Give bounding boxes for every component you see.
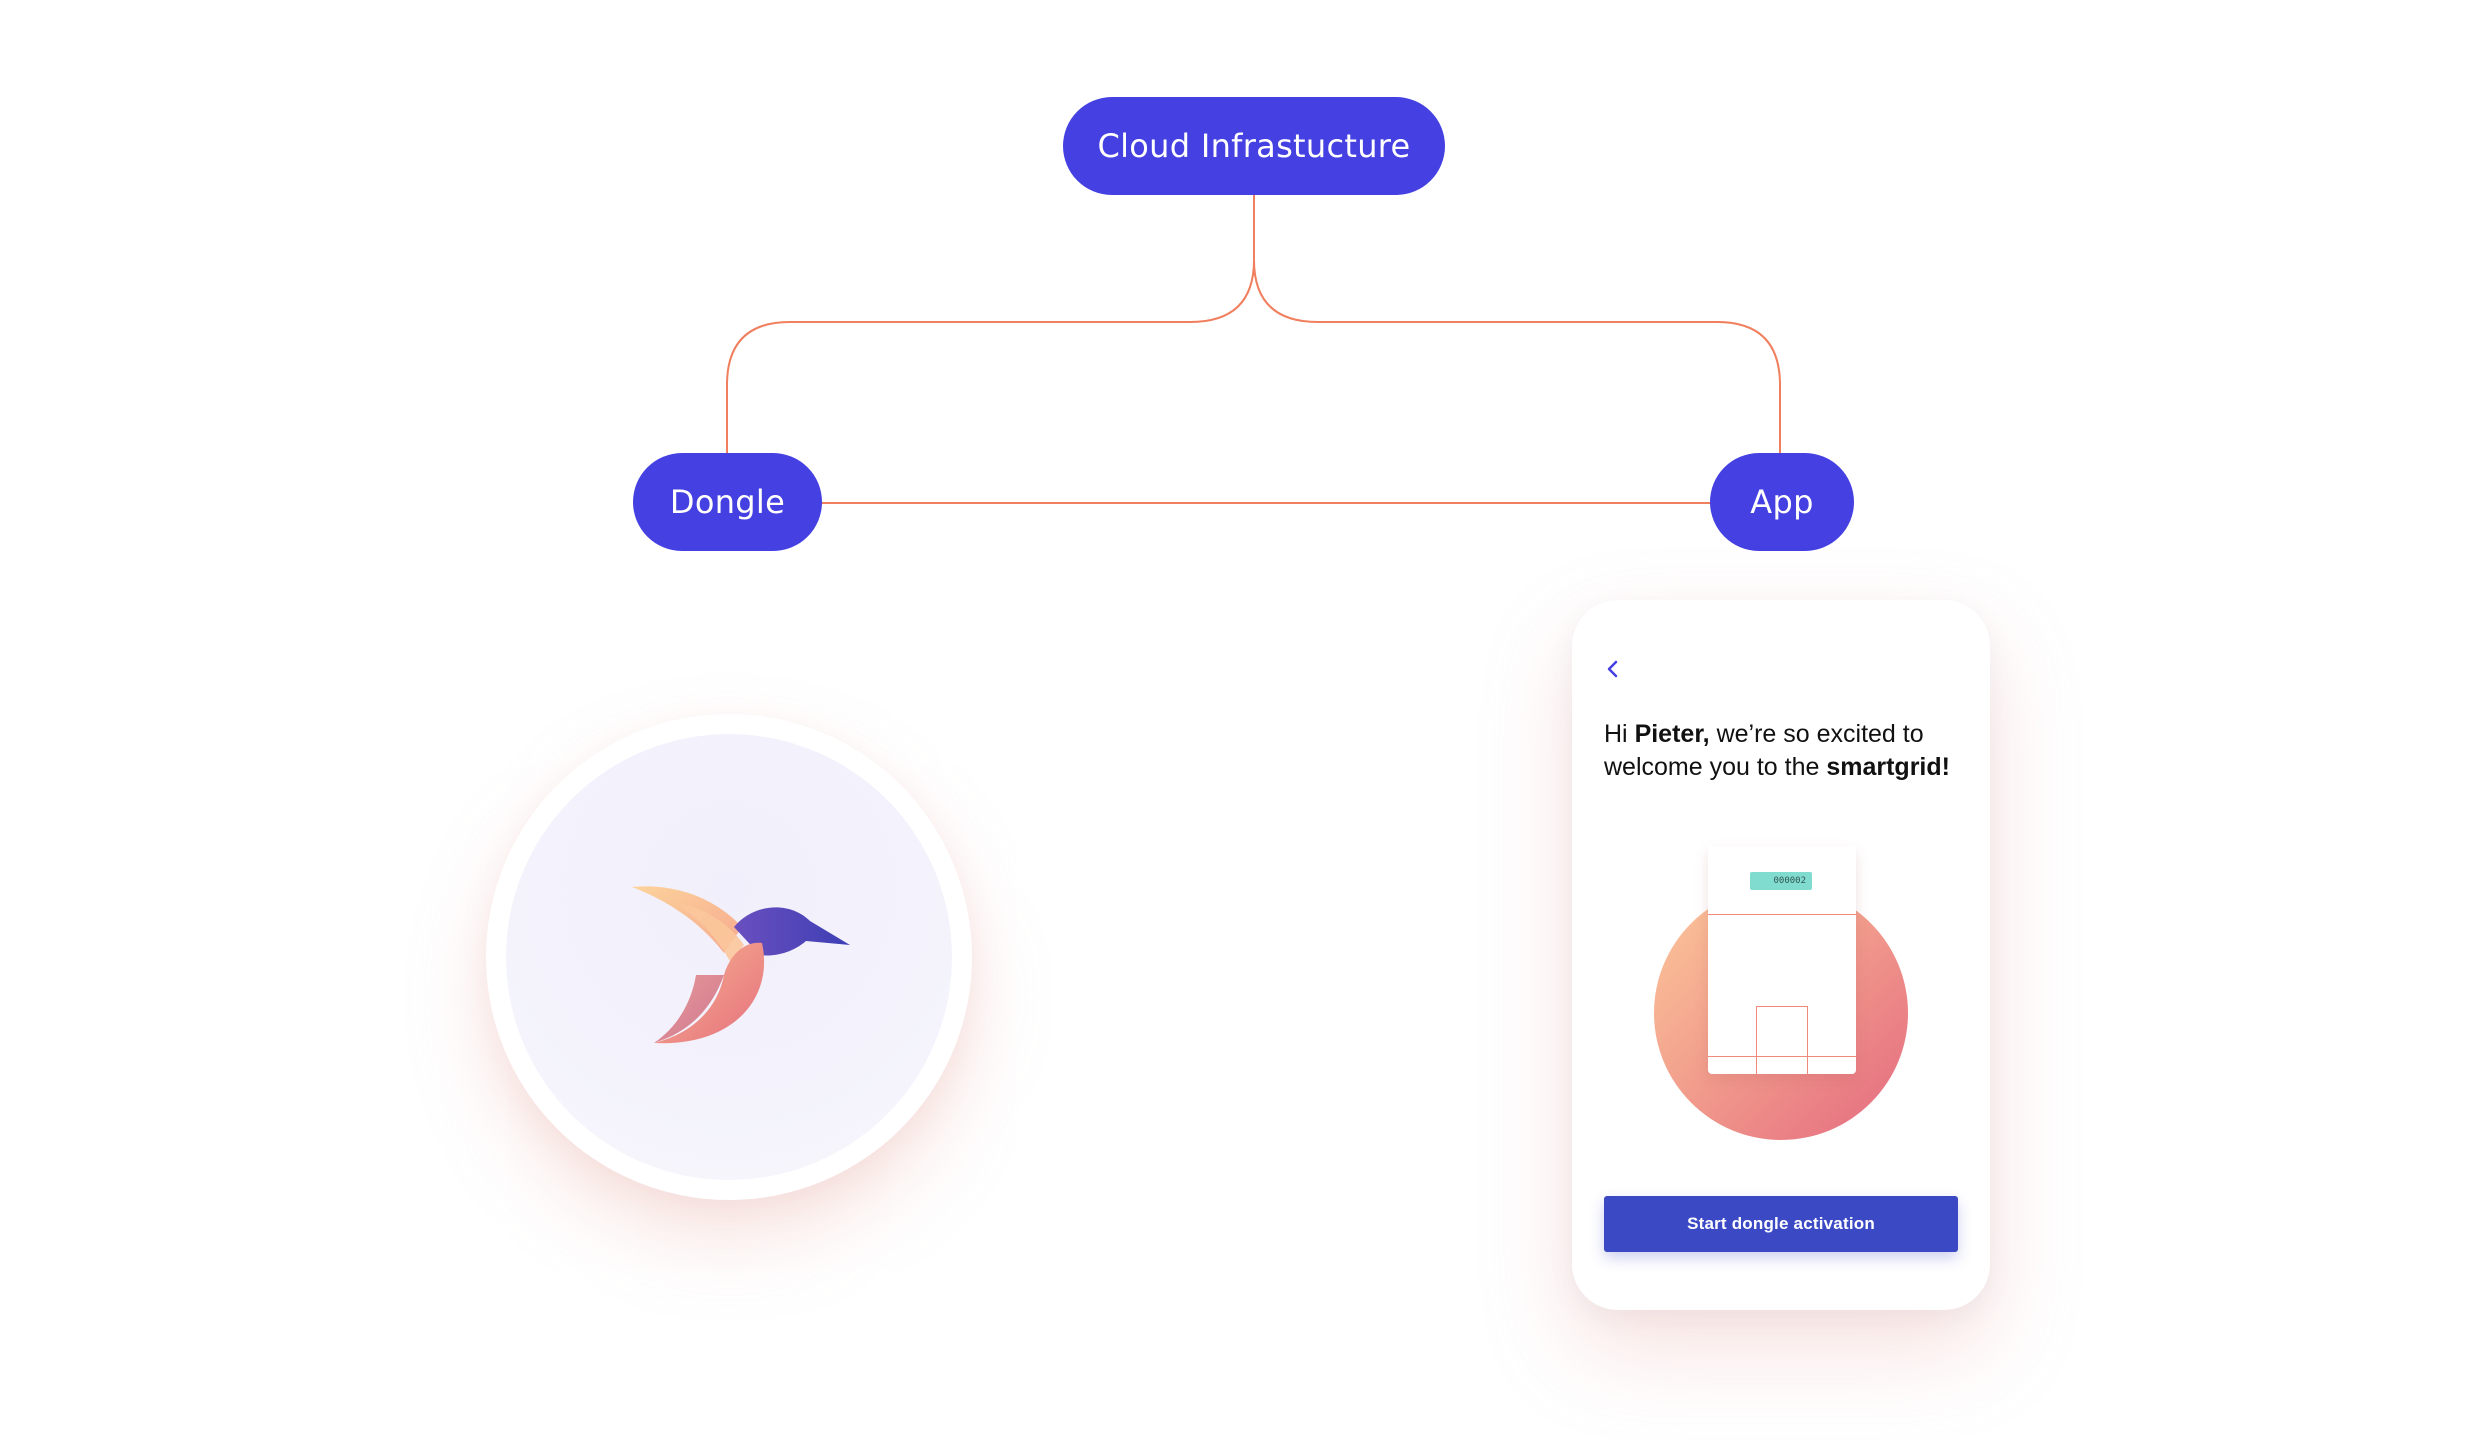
dongle-illustration: 000002 bbox=[1708, 846, 1856, 1074]
illustration-divider bbox=[1708, 914, 1856, 915]
cta-label: Start dongle activation bbox=[1687, 1214, 1875, 1233]
welcome-middle: we’re so excited to welcome you to the bbox=[1604, 720, 1924, 781]
node-app-label: App bbox=[1750, 483, 1814, 521]
dongle-display: 000002 bbox=[1750, 872, 1812, 890]
node-cloud-infrastructure: Cloud Infrastucture bbox=[1063, 97, 1445, 195]
chevron-left-icon[interactable] bbox=[1602, 654, 1624, 684]
dongle-device bbox=[486, 714, 972, 1200]
dongle-device-face bbox=[506, 734, 952, 1180]
connector-cloud-to-app bbox=[1253, 259, 1781, 453]
welcome-greeting: Hi bbox=[1604, 720, 1635, 748]
start-dongle-activation-button[interactable]: Start dongle activation bbox=[1604, 1196, 1958, 1252]
node-dongle-label: Dongle bbox=[669, 483, 786, 521]
node-dongle: Dongle bbox=[633, 453, 822, 551]
phone-screen: Hi Pieter, we’re so excited to welcome y… bbox=[1572, 600, 1990, 1310]
node-cloud-label: Cloud Infrastucture bbox=[1097, 127, 1411, 165]
welcome-user-name: Pieter, bbox=[1634, 720, 1710, 748]
welcome-message: Hi Pieter, we’re so excited to welcome y… bbox=[1604, 718, 1974, 784]
hummingbird-icon bbox=[632, 886, 850, 1044]
welcome-brand: smartgrid! bbox=[1826, 753, 1950, 781]
illustration-port bbox=[1756, 1006, 1808, 1074]
illustration-divider bbox=[1708, 1056, 1856, 1057]
connector-cloud-to-dongle bbox=[726, 195, 1255, 453]
node-app: App bbox=[1710, 453, 1854, 551]
